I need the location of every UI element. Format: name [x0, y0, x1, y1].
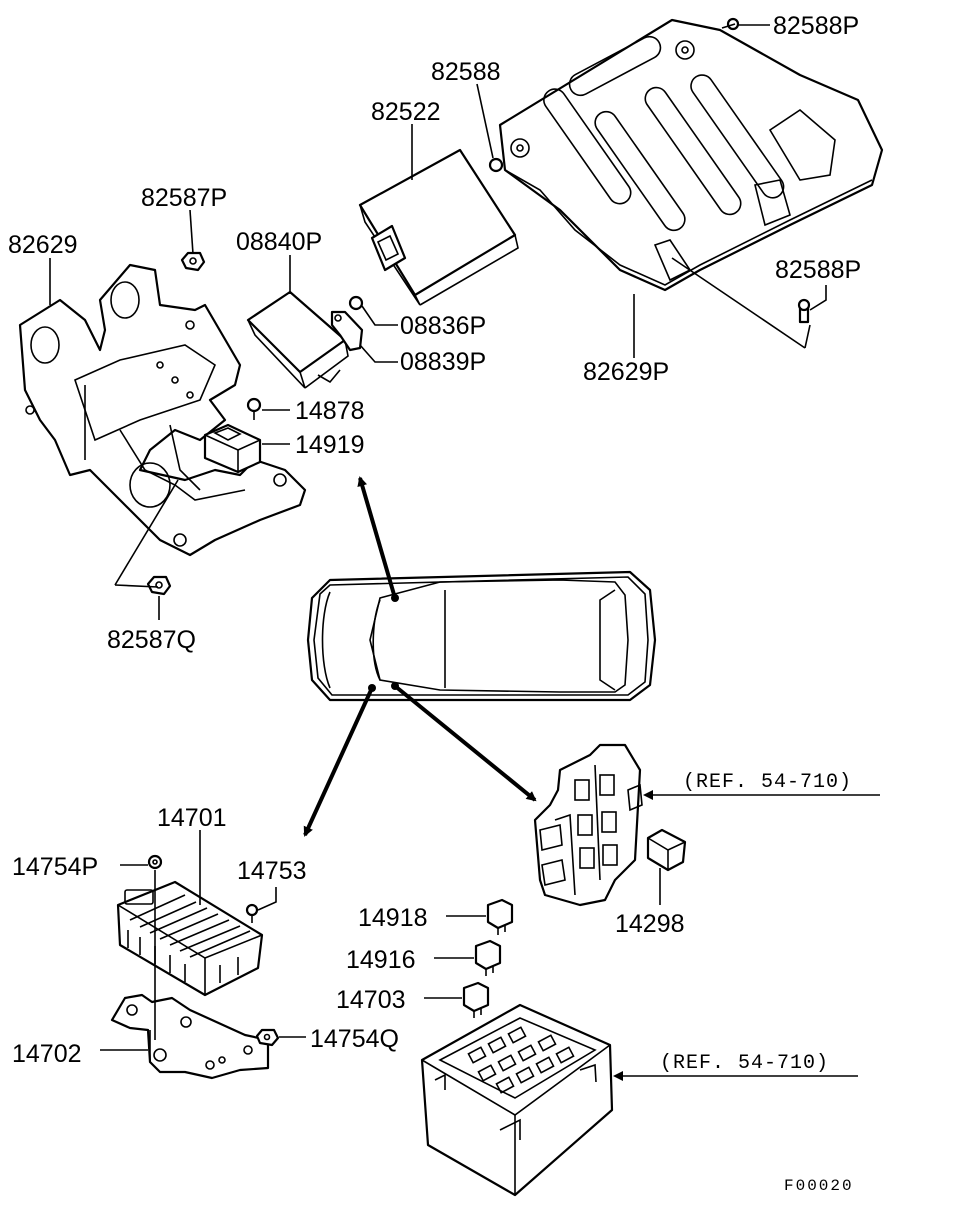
junction-block — [533, 743, 643, 907]
part-labels: 82588P 82588 82522 82587P 08840P 82629 0… — [8, 12, 861, 1068]
label-14918: 14918 — [358, 904, 428, 932]
leader-lines — [49, 24, 880, 1081]
nut-82587p — [180, 251, 206, 272]
label-14702: 14702 — [12, 1040, 82, 1068]
reference-labels: (REF. 54-710) (REF. 54-710) — [660, 771, 852, 1075]
label-82588p-top: 82588P — [773, 12, 859, 40]
label-82629p: 82629P — [583, 358, 669, 386]
nut-08836p — [348, 295, 364, 311]
fuse-14916 — [474, 939, 502, 976]
heat-shield-82629p — [498, 18, 884, 292]
label-14878: 14878 — [295, 397, 365, 425]
module-82522 — [358, 148, 519, 306]
label-14754p: 14754P — [12, 853, 98, 881]
label-82587p: 82587P — [141, 184, 227, 212]
pointer-arrows — [303, 476, 537, 837]
bolt-82588p-top — [721, 17, 740, 31]
screw-14878 — [246, 397, 262, 420]
label-14703: 14703 — [336, 986, 406, 1014]
label-14701: 14701 — [157, 804, 227, 832]
nut-82588 — [488, 157, 504, 173]
label-14754q: 14754Q — [310, 1025, 399, 1053]
label-82587q: 82587Q — [107, 626, 196, 654]
nut-82587q — [146, 575, 172, 596]
label-82588: 82588 — [431, 58, 501, 86]
label-82522: 82522 — [371, 98, 441, 126]
bracket-14702 — [110, 993, 270, 1080]
bracket-82629 — [18, 263, 307, 557]
nut-14754q — [255, 1028, 280, 1047]
label-08840p: 08840P — [236, 228, 322, 256]
label-14753: 14753 — [237, 857, 307, 885]
fuse-box — [420, 1003, 614, 1197]
label-14298: 14298 — [615, 910, 685, 938]
module-08840p — [246, 290, 349, 389]
ref-label-lower: (REF. 54-710) — [660, 1052, 829, 1075]
label-14916: 14916 — [346, 946, 416, 974]
ref-label-upper: (REF. 54-710) — [683, 771, 852, 794]
figure-code: F00020 — [784, 1177, 854, 1195]
label-82588p-right: 82588P — [775, 256, 861, 284]
fuse-14703 — [462, 981, 490, 1018]
label-14919: 14919 — [295, 431, 365, 459]
label-82629: 82629 — [8, 231, 78, 259]
fuse-14918 — [486, 898, 514, 935]
label-08839p: 08839P — [400, 348, 486, 376]
amplifier-14701 — [116, 880, 264, 997]
label-08836p: 08836P — [400, 312, 486, 340]
bolt-82588p-right — [797, 298, 811, 324]
bracket-08839p — [330, 310, 364, 352]
screw-14753 — [245, 903, 259, 923]
relay-14298 — [646, 828, 687, 872]
vehicle-top-view — [306, 570, 657, 702]
relay-14919 — [203, 423, 262, 474]
nut-14754p — [147, 854, 163, 870]
